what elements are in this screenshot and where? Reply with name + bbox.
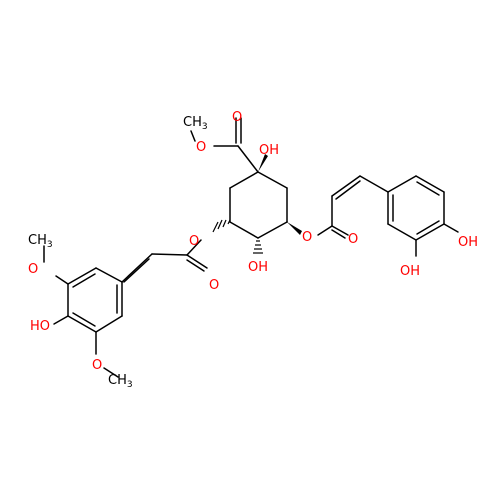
rring-b2 <box>415 175 445 193</box>
ester-o-methyl-label: O <box>196 140 206 155</box>
right-alkene-bond-2 <box>335 180 361 200</box>
left-o-bottom-label: O <box>92 358 102 373</box>
left-ho-label: HO <box>30 319 50 334</box>
rring-b5 <box>387 223 417 241</box>
rring-b1 <box>387 175 417 193</box>
rring-b2-inner <box>416 181 440 196</box>
lring-b4-inner <box>72 312 96 327</box>
lring-o-top-bond <box>55 275 69 285</box>
ester-to-c1-bond <box>237 145 259 173</box>
left-carbonyl-bond-2 <box>186 259 205 272</box>
o-methyl-bond <box>190 130 196 142</box>
rring-b4-inner <box>416 220 440 235</box>
left-alkene-bond <box>121 253 153 283</box>
c4-oh-label: OH <box>248 260 268 275</box>
right-carbonyl-o-label: O <box>348 232 358 247</box>
lring-b4 <box>67 315 97 333</box>
lring-methyl-bottom-bond <box>103 367 119 378</box>
lring-b1 <box>95 267 123 283</box>
c3-o-label: O <box>189 234 199 249</box>
c5-o-wedge <box>287 222 302 235</box>
right-carbonyl-bond <box>331 225 349 236</box>
right-o-c-bond <box>317 225 333 236</box>
left-o-c-bond <box>186 239 202 256</box>
lring-b5 <box>95 315 123 333</box>
c1-oh-wedge <box>258 154 268 172</box>
right-oh-para-label: OH <box>458 235 478 250</box>
methyl-label: CH3 <box>183 115 208 132</box>
c3-o-hash-bond <box>212 219 231 233</box>
right-oh-meta-label: OH <box>400 264 420 279</box>
left-carbonyl-bond <box>186 254 208 269</box>
left-ch3-top-label: CH3 <box>28 233 53 250</box>
c4-oh-hash-bond <box>253 240 263 254</box>
ring-bond-c4-c5 <box>257 221 288 239</box>
left-o-top-label: O <box>28 262 38 277</box>
left-carbonyl-o-label: O <box>209 278 219 293</box>
left-alkene-bond-2 <box>123 258 150 283</box>
left-alpha-bond <box>151 253 188 256</box>
ester-o-carbonyl-label: O <box>232 110 242 125</box>
lring-ho-bond <box>53 315 69 325</box>
lring-b2-inner <box>72 273 96 288</box>
bond-layer <box>43 117 459 378</box>
c5-o-label: O <box>302 230 312 245</box>
ring-bond-c6-c1 <box>257 171 288 189</box>
right-carbonyl-bond-2 <box>331 229 346 239</box>
lring-b2 <box>67 267 97 285</box>
right-to-ring-bond <box>359 175 389 193</box>
rring-oh-para-bond <box>443 223 459 233</box>
right-alkene-bond <box>331 175 361 197</box>
label-layer: CH3 O O OH O OH O O O OH OH HO O CH3 O C… <box>28 110 478 390</box>
left-ch3-bottom-label: CH3 <box>108 373 133 390</box>
ring-bond-c1-c2 <box>229 171 259 189</box>
c1-oh-label: OH <box>259 143 279 158</box>
ring-bond-c3-c4 <box>229 221 259 239</box>
rring-b4 <box>415 223 445 241</box>
